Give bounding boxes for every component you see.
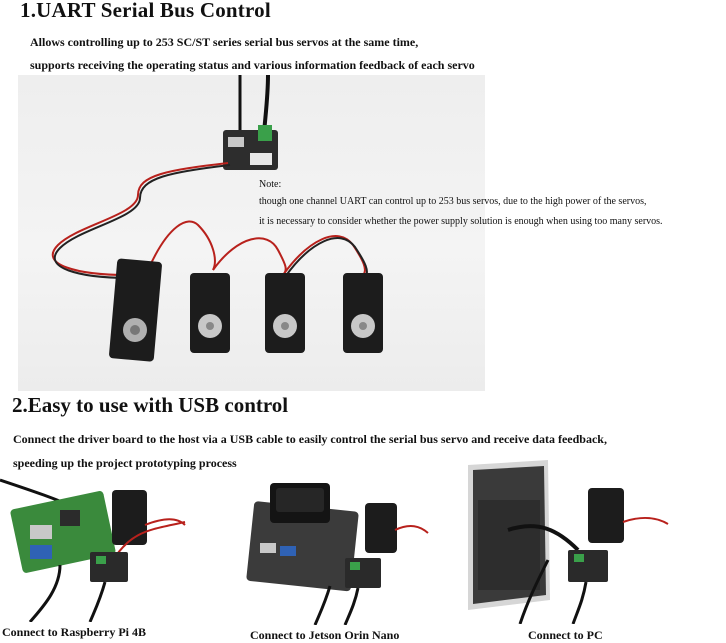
caption-jetson-orin-nano: Connect to Jetson Orin Nano — [250, 628, 400, 642]
section2-description-line2: speeding up the project prototyping proc… — [13, 456, 237, 470]
servo-chain-photo — [18, 75, 485, 391]
note-title: Note: — [259, 179, 282, 190]
note-line2: it is necessary to consider whether the … — [259, 216, 663, 227]
section1-description-line2: supports receiving the operating status … — [30, 58, 475, 72]
note-line1: though one channel UART can control up t… — [259, 196, 647, 207]
section1-heading: 1.UART Serial Bus Control — [20, 0, 271, 22]
raspberry-pi-photo — [0, 470, 200, 622]
jetson-orin-nano-photo — [240, 478, 430, 625]
pc-laptop-photo — [468, 460, 674, 624]
section2-heading: 2.Easy to use with USB control — [12, 393, 289, 417]
section2-description-line1: Connect the driver board to the host via… — [13, 432, 607, 446]
section1-description-line1: Allows controlling up to 253 SC/ST serie… — [30, 35, 419, 49]
caption-raspberry-pi: Connect to Raspberry Pi 4B — [2, 625, 146, 639]
caption-pc: Connect to PC — [528, 628, 603, 642]
